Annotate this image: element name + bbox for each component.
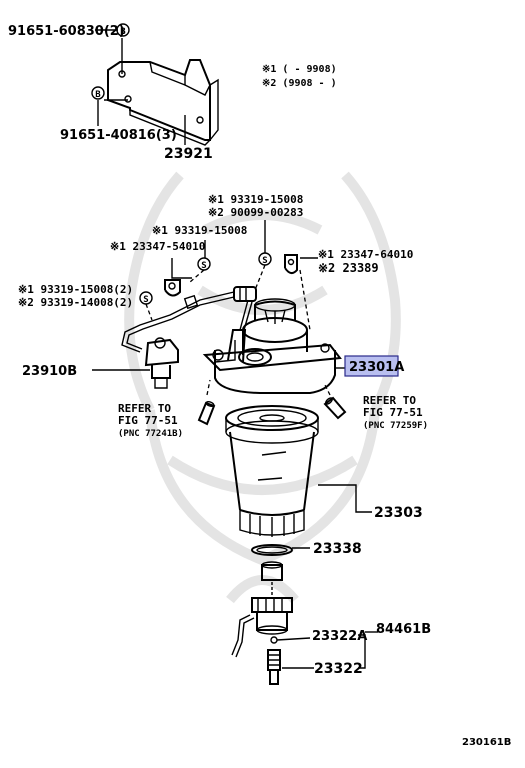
- svg-text:S: S: [143, 295, 148, 305]
- sender-23910B-drawing: [121, 291, 235, 389]
- annotation-93319-15008-left[interactable]: ※1 93319-15008(2): [18, 283, 133, 296]
- annotation-23347-64010[interactable]: ※1 23347-64010: [318, 248, 413, 261]
- legend-note-2: ※2 (9908 - ): [262, 78, 337, 89]
- refer-right-line-2[interactable]: FIG 77-51: [363, 406, 423, 419]
- screw-marker-s-mid: S: [197, 257, 211, 271]
- part-label-23301A-highlight[interactable]: 23301A: [344, 355, 404, 377]
- svg-text:S: S: [201, 261, 206, 271]
- bolt-marker-b-top: B: [116, 23, 130, 37]
- part-label-23338[interactable]: 23338: [313, 541, 362, 557]
- filter-head-drawing: [202, 286, 342, 394]
- part-label-23910B[interactable]: 23910B: [22, 364, 77, 379]
- annotation-90099-00283[interactable]: ※2 90099-00283: [208, 206, 303, 219]
- figure-code: 230161B: [462, 737, 511, 748]
- water-sensor-drawing: [231, 561, 293, 685]
- svg-text:B: B: [120, 27, 126, 37]
- annotation-93319-15008-top[interactable]: ※1 93319-15008: [208, 193, 303, 206]
- refer-right-line-3[interactable]: (PNC 77259F): [363, 421, 428, 431]
- annotation-93319-15008-mid[interactable]: ※1 93319-15008: [152, 224, 247, 237]
- part-label-91651-40816[interactable]: 91651-40816(3): [60, 128, 177, 143]
- screw-marker-s-top: S: [258, 252, 272, 266]
- annotation-23347-54010[interactable]: ※1 23347-54010: [110, 240, 205, 253]
- part-label-91651-60830[interactable]: 91651-60830(2): [8, 24, 125, 39]
- refer-right-line-1[interactable]: REFER TO: [363, 394, 416, 407]
- annotation-23389[interactable]: ※2 23389: [318, 261, 379, 275]
- refer-left-line-2[interactable]: FIG 77-51: [118, 414, 178, 427]
- part-label-23322A[interactable]: 23322A: [312, 629, 367, 644]
- annotation-93319-14008[interactable]: ※2 93319-14008(2): [18, 296, 133, 309]
- legend-note-1: ※1 ( - 9908): [262, 64, 337, 75]
- bolt-marker-b-left: B: [91, 86, 105, 100]
- part-label-23322[interactable]: 23322: [314, 661, 363, 677]
- part-label-84461B[interactable]: 84461B: [376, 622, 431, 637]
- o-ring-23338-drawing: [251, 544, 293, 556]
- pipe-stub-right: [323, 396, 347, 420]
- part-label-23301A[interactable]: 23301A: [349, 360, 404, 375]
- watermark-emblem: [124, 171, 401, 604]
- refer-left-line-3[interactable]: (PNC 77241B): [118, 429, 183, 439]
- clamp-right-drawing: [284, 254, 298, 274]
- part-label-23303[interactable]: 23303: [374, 505, 423, 521]
- bracket-23921-drawing: [107, 59, 219, 146]
- fuel-filter-element-drawing: [225, 405, 319, 537]
- screw-marker-s-left: S: [139, 291, 153, 305]
- pipe-stub-left: [197, 400, 216, 426]
- svg-text:S: S: [262, 256, 267, 266]
- svg-text:B: B: [95, 90, 101, 100]
- clamp-left-drawing: [164, 279, 181, 297]
- part-label-23921[interactable]: 23921: [164, 146, 213, 162]
- refer-left-line-1[interactable]: REFER TO: [118, 402, 171, 415]
